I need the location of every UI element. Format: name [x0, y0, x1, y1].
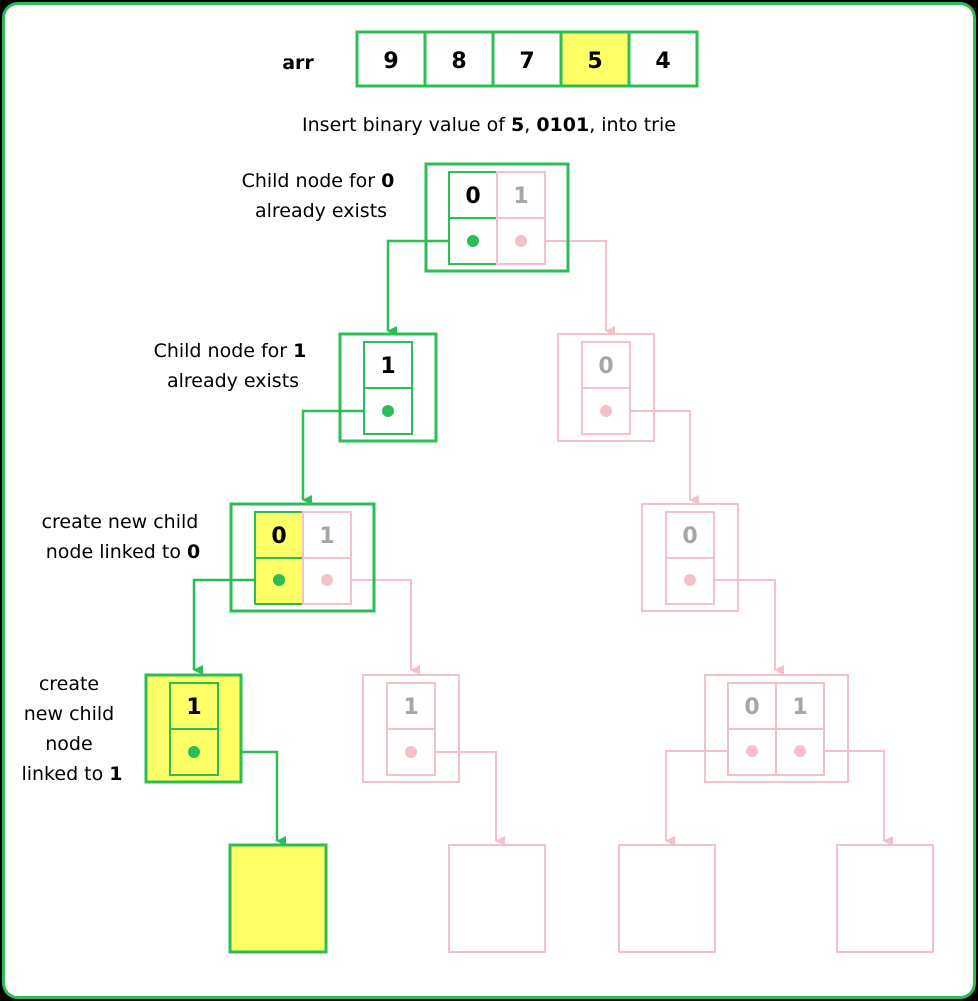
array-value-0: 9 — [383, 49, 398, 74]
leaf-node-inactive-2 — [618, 844, 716, 953]
caption-binary: 0101 — [536, 114, 589, 136]
node-level3-right-inactive-cell1: 1 — [792, 695, 807, 720]
node-level2-active-cell0: 0 — [271, 524, 286, 549]
node-level2-inactive-cell: 0 — [682, 524, 697, 549]
array-cell-4 — [627, 30, 699, 88]
edge-l3-mid-to-leaf — [411, 751, 505, 846]
edge-l3-right0-to-leaf — [665, 750, 752, 846]
node-level3-mid-inactive: 1 — [362, 674, 460, 783]
caption-suffix: , into trie — [589, 114, 676, 136]
array-value-2: 7 — [519, 49, 534, 74]
edge-l2-left-to-l3-mid — [327, 579, 420, 675]
node-level3-mid-inactive-cell: 1 — [403, 695, 418, 720]
node-root-cell0: 0 — [465, 184, 480, 209]
node-level3-right-inactive: 0 1 — [704, 674, 849, 783]
pointer-dot-icon — [321, 574, 333, 586]
edge-l1-right-to-l2-right — [606, 410, 699, 505]
pointer-dot-icon — [405, 746, 417, 758]
array-label: arr — [282, 52, 314, 74]
caption-value: 5 — [511, 114, 524, 136]
edge-l2-right-to-l3-right — [690, 579, 784, 675]
edge-root-to-l1-active — [386, 239, 473, 336]
annotation-level1: Child node for 1 already exists — [154, 340, 313, 392]
node-root: 0 1 — [424, 162, 570, 273]
array-cell-1 — [423, 30, 495, 88]
array-value-4: 4 — [655, 49, 670, 74]
array-cell-0 — [355, 30, 427, 88]
leaf-node-inactive-3 — [836, 844, 934, 953]
annotation-level2: create new child node linked to 0 — [42, 511, 205, 563]
pointer-dot-icon — [515, 235, 527, 247]
pointer-dot-icon — [382, 405, 394, 417]
array-cells — [355, 30, 699, 88]
annotation-root: Child node for 0 already exists — [242, 170, 401, 222]
array-value-1: 8 — [451, 49, 466, 74]
pointer-dot-icon — [600, 405, 612, 417]
pointer-dot-icon — [188, 746, 200, 758]
edge-l2-to-l3-active — [192, 578, 279, 675]
node-level1-inactive-cell: 0 — [598, 354, 613, 379]
node-level1-inactive: 0 — [557, 333, 655, 442]
inactive-connectors — [327, 240, 893, 846]
node-level3-right-inactive-cell0: 0 — [744, 695, 759, 720]
node-root-cell1: 1 — [513, 184, 528, 209]
caption-separator: , — [524, 114, 536, 136]
leaf-node-inactive-1 — [448, 844, 546, 953]
annotation-level3: create new child node linked to 1 — [21, 673, 122, 785]
edge-l1-to-l2-active — [301, 409, 388, 505]
pointer-dot-icon — [467, 235, 479, 247]
pointer-dot-icon — [684, 574, 696, 586]
node-level3-active: 1 — [144, 673, 243, 784]
edge-l3-right1-to-leaf — [800, 750, 893, 846]
node-level2-active-cell1: 1 — [319, 524, 334, 549]
node-level2-active: 0 1 — [229, 502, 376, 613]
node-level2-inactive: 0 — [641, 503, 739, 612]
pointer-dot-icon — [746, 745, 758, 757]
pointer-dot-icon — [273, 574, 285, 586]
caption: Insert binary value of 5, 0101, into tri… — [302, 114, 676, 136]
node-level3-active-cell: 1 — [186, 695, 201, 720]
caption-prefix: Insert binary value of — [302, 114, 511, 136]
node-level1-active-cell: 1 — [380, 354, 395, 379]
array-cell-3-highlighted — [559, 30, 631, 88]
edge-root-to-l1-right — [521, 240, 615, 336]
array-value-3: 5 — [587, 49, 602, 74]
pointer-dot-icon — [794, 745, 806, 757]
node-level1-active: 1 — [338, 332, 438, 443]
leaf-node-new — [228, 843, 328, 954]
